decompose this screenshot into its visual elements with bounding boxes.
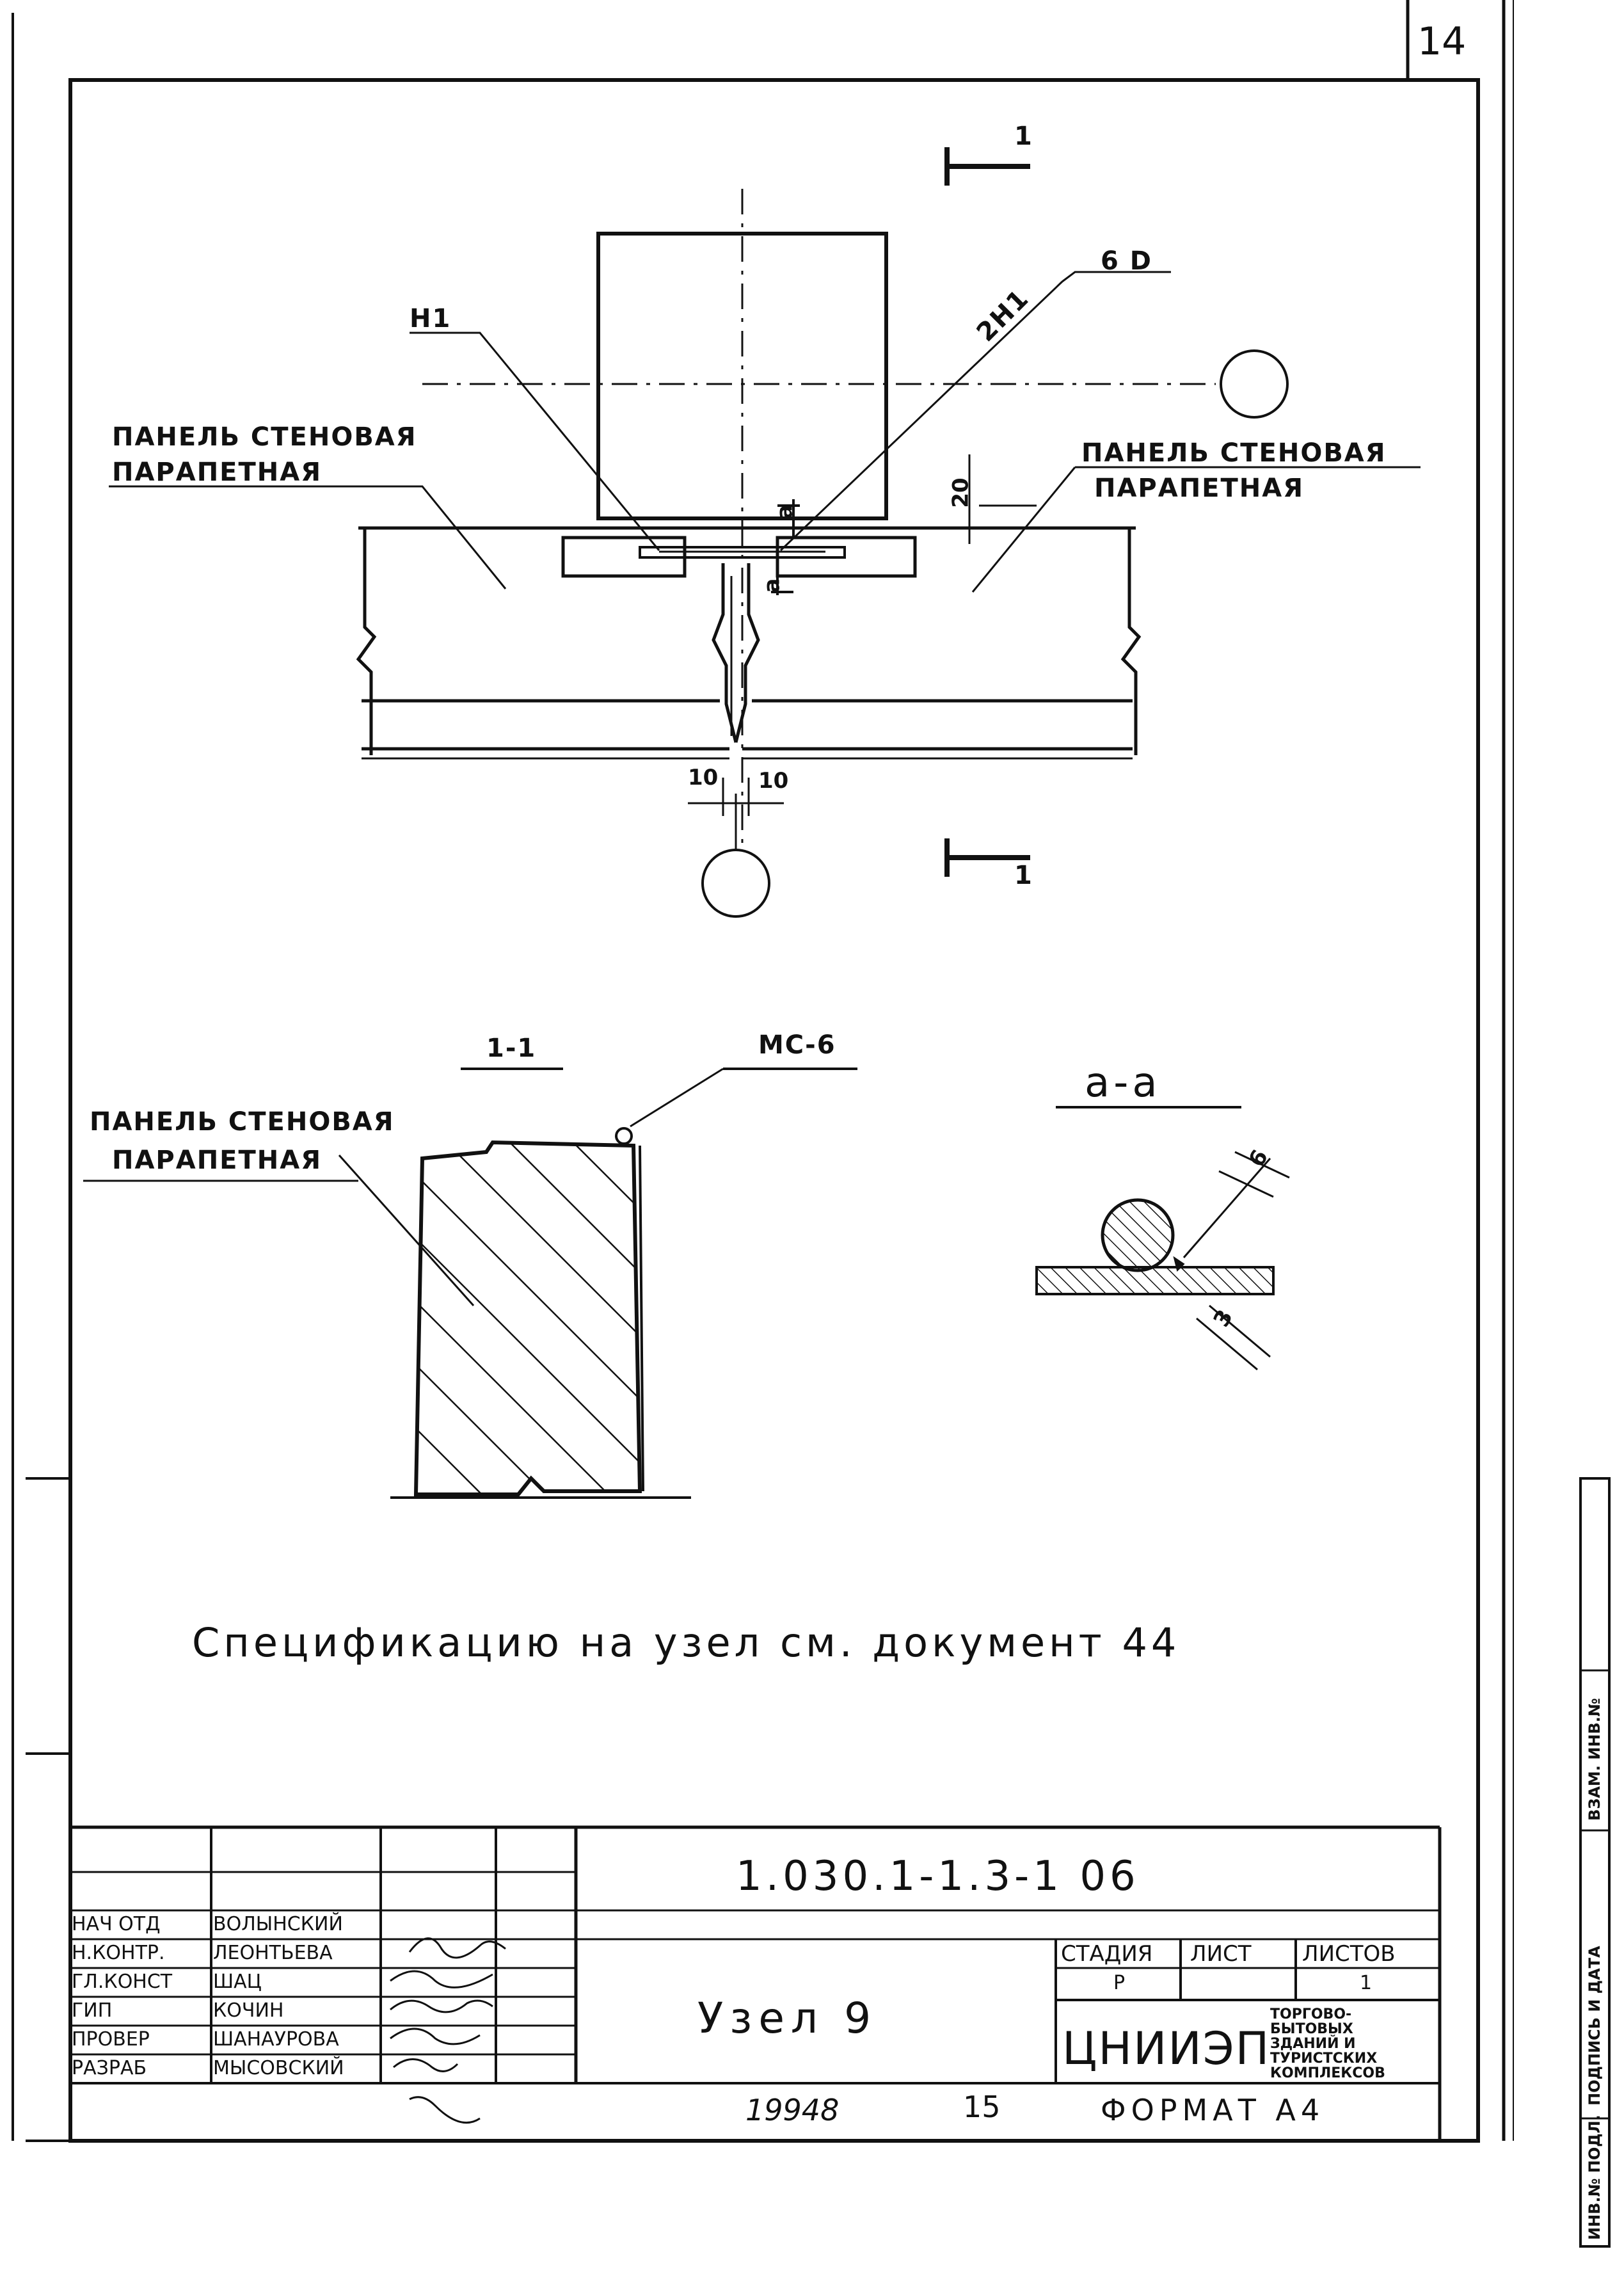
sheets-header: ЛИСТОВ	[1302, 1941, 1396, 1967]
name-1: ВОЛЫНСКИЙ	[213, 1913, 343, 1935]
section-mark-bottom	[944, 838, 1030, 877]
org-desc-5: КОМПЛЕКСОВ	[1270, 2065, 1385, 2081]
section-1-1-label-line2: ПАРАПЕТНАЯ	[112, 1146, 322, 1175]
parapet-panel-section	[413, 1140, 642, 1496]
weld-label: МС-6	[758, 1030, 836, 1060]
signatures	[390, 1937, 506, 2124]
role-1: НАЧ ОТД	[72, 1913, 161, 1935]
name-3: ШАЦ	[213, 1971, 262, 1993]
rod-section	[1101, 1198, 1175, 1272]
plate-section	[1035, 1266, 1275, 1295]
sheets-value: 1	[1360, 1972, 1373, 1994]
role-2: Н.КОНТР.	[72, 1942, 165, 1964]
plan-right-label-line2: ПАРАПЕТНАЯ	[1094, 474, 1305, 503]
section-a-a	[1035, 1106, 1290, 1371]
name-2: ЛЕОНТЬЕВА	[213, 1942, 333, 1964]
role-5: ПРОВЕР	[72, 2028, 150, 2051]
mark-a-top: a	[772, 504, 798, 520]
stage-header: СТАДИЯ	[1061, 1941, 1153, 1967]
dim-10-right: 10	[758, 768, 789, 794]
page-number: 14	[1417, 19, 1467, 64]
plan-left-label-line2: ПАРАПЕТНАЯ	[112, 458, 322, 487]
axis-bubble-right	[1220, 349, 1289, 419]
side-stamp-box	[1579, 1477, 1611, 2248]
section-1-1	[83, 1068, 857, 1499]
section-mark-top-label: 1	[1014, 122, 1033, 151]
section-mark-bottom-label: 1	[1014, 861, 1033, 890]
section-1-1-title: 1-1	[486, 1034, 537, 1063]
section-mark-top	[944, 147, 1030, 186]
name-4: КОЧИН	[213, 1999, 284, 2022]
format-label: ФОРМАТ А4	[1101, 2093, 1325, 2127]
name-6: МЫСОВСКИЙ	[213, 2057, 344, 2079]
footer-left: 19948	[745, 2093, 840, 2127]
role-4: ГИП	[72, 1999, 113, 2022]
footer-mid: 15	[963, 2090, 1001, 2124]
plan-right-label-line1: ПАНЕЛЬ СТЕНОВАЯ	[1081, 438, 1387, 468]
mark-a-bottom: a	[759, 578, 785, 593]
section-a-a-title: a-a	[1085, 1059, 1161, 1107]
stage-value: Р	[1113, 1972, 1126, 1994]
callout-n1: Н1	[410, 304, 452, 333]
callout-6d: 6 D	[1101, 246, 1152, 276]
plan-left-label-line1: ПАНЕЛЬ СТЕНОВАЯ	[112, 422, 417, 452]
org-logo: ЦНИИЭП	[1062, 2022, 1271, 2075]
role-6: РАЗРАБ	[72, 2057, 147, 2079]
role-3: ГЛ.КОНСТ	[72, 1971, 173, 1993]
name-5: ШАНАУРОВА	[213, 2028, 339, 2051]
title-block-grid	[70, 1825, 1442, 2141]
sheet-frame	[12, 0, 1514, 2143]
column	[596, 232, 888, 520]
section-1-1-label-line1: ПАНЕЛЬ СТЕНОВАЯ	[90, 1107, 395, 1137]
side-label-inv-podl: ИНВ.№ ПОДЛ.	[1586, 2115, 1604, 2240]
org-desc-2: БЫТОВЫХ	[1270, 2021, 1353, 2037]
org-desc-3: ЗДАНИЙ И	[1270, 2036, 1356, 2052]
org-desc-1: ТОРГОВО-	[1270, 2006, 1352, 2022]
spec-note: Спецификацию на узел см. документ 44	[192, 1619, 1181, 1666]
side-label-vzam: ВЗАМ. ИНВ.№	[1586, 1698, 1604, 1821]
org-desc-4: ТУРИСТСКИХ	[1270, 2051, 1378, 2067]
plan-view	[109, 147, 1421, 918]
drawing-title: Узел 9	[697, 1994, 878, 2043]
axis-bubble-bottom	[701, 849, 770, 918]
dim-10-left: 10	[688, 765, 719, 790]
sheet-header: ЛИСТ	[1190, 1941, 1252, 1967]
drawing-code: 1.030.1-1.3-1 06	[736, 1853, 1140, 1900]
dim-20: 20	[948, 477, 974, 508]
side-label-podpis: ПОДПИСЬ И ДАТА	[1586, 1946, 1604, 2106]
